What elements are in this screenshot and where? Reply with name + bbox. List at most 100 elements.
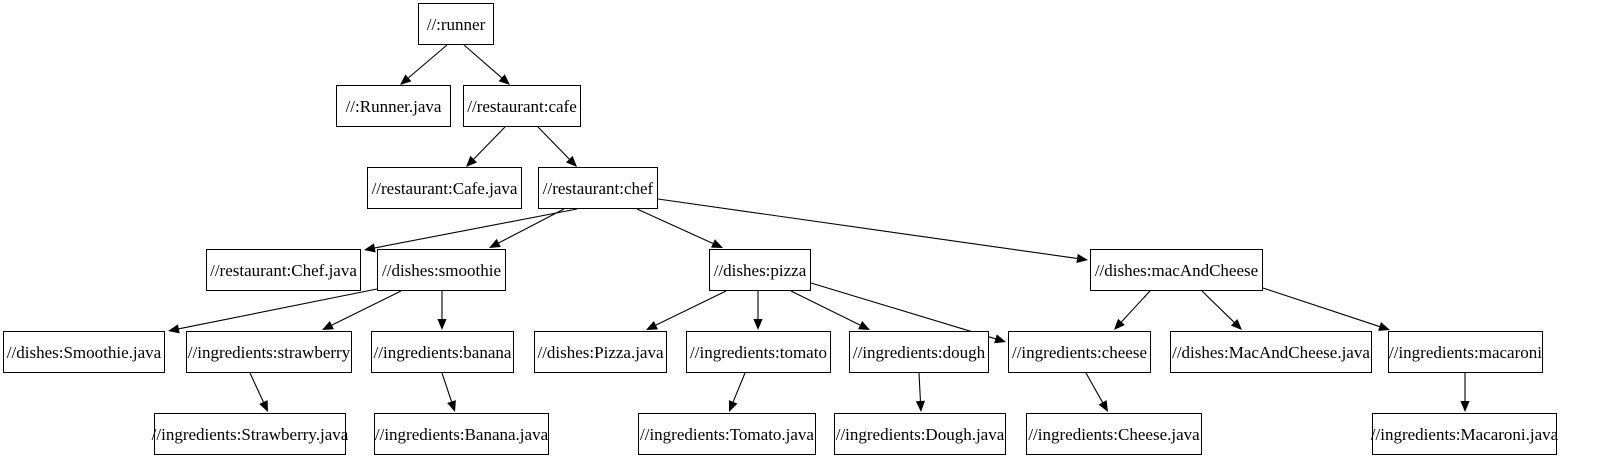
graph-edge	[915, 372, 926, 412]
edge-line	[918, 372, 921, 402]
graph-node-label: //ingredients:Dough.java	[835, 424, 1005, 444]
graph-node-macaroni_java[interactable]: //ingredients:Macaroni.java	[1371, 413, 1558, 455]
graph-node-ing_tomato[interactable]: //ingredients:tomato	[686, 331, 831, 373]
graph-node-dishes_mac[interactable]: //dishes:macAndCheese	[1090, 249, 1263, 291]
graph-node-dishes_pizza[interactable]: //dishes:pizza	[709, 249, 811, 291]
edge-line	[463, 44, 503, 79]
graph-node-dishes_smoothie[interactable]: //dishes:smoothie	[377, 249, 506, 291]
graph-edge	[168, 288, 378, 334]
graph-node-label: //:runner	[426, 14, 486, 34]
edge-arrowhead-icon	[1230, 319, 1242, 330]
graph-edge	[537, 126, 577, 167]
graph-node-chef_java[interactable]: //restaurant:Chef.java	[206, 249, 361, 291]
edge-arrowhead-icon	[915, 400, 926, 412]
graph-node-ing_strawberry[interactable]: //ingredients:strawberry	[186, 331, 352, 373]
edge-line	[178, 288, 378, 330]
graph-node-label: //ingredients:cheese	[1011, 342, 1147, 362]
graph-node-dough_java[interactable]: //ingredients:Dough.java	[834, 413, 1006, 455]
edge-arrowhead-icon	[858, 321, 870, 330]
graph-node-ing_banana[interactable]: //ingredients:banana	[371, 331, 514, 373]
graph-node-label: //restaurant:chef	[542, 178, 654, 198]
graph-node-label: //ingredients:macaroni	[1389, 342, 1542, 362]
graph-node-label: //ingredients:tomato	[690, 342, 827, 362]
edge-arrowhead-icon	[566, 155, 577, 167]
graph-node-runner_java[interactable]: //:Runner.java	[336, 85, 451, 127]
edge-arrowhead-icon	[466, 155, 477, 167]
edge-arrowhead-icon	[259, 400, 268, 412]
edge-line	[537, 126, 570, 160]
graph-edge	[1114, 290, 1151, 330]
graph-edge	[466, 126, 506, 167]
edge-line	[810, 282, 996, 340]
graph-node-ing_cheese[interactable]: //ingredients:cheese	[1008, 331, 1151, 373]
edge-arrowhead-icon	[437, 319, 447, 330]
edge-arrowhead-icon	[728, 400, 738, 412]
edge-arrowhead-icon	[994, 334, 1006, 344]
graph-node-smoothie_java[interactable]: //dishes:Smoothie.java	[3, 331, 165, 373]
graph-node-label: //dishes:macAndCheese	[1094, 260, 1259, 280]
graph-node-label: //ingredients:banana	[373, 342, 512, 362]
graph-edge	[790, 290, 870, 330]
graph-node-label: //restaurant:Cafe.java	[371, 178, 518, 198]
graph-node-label: //ingredients:Tomato.java	[640, 424, 814, 444]
edge-line	[790, 290, 861, 326]
graph-node-banana_java[interactable]: //ingredients:Banana.java	[374, 413, 549, 455]
graph-node-cheese_java[interactable]: //ingredients:Cheese.java	[1026, 413, 1202, 455]
edge-line	[732, 372, 746, 403]
graph-node-label: //ingredients:dough	[852, 342, 986, 362]
graph-node-cafe_java[interactable]: //restaurant:Cafe.java	[367, 167, 522, 209]
graph-node-label: //ingredients:Banana.java	[374, 424, 549, 444]
graph-node-ing_macaroni[interactable]: //ingredients:macaroni	[1388, 331, 1543, 373]
graph-edge	[636, 208, 723, 248]
graph-edge	[1460, 373, 1470, 412]
edge-arrowhead-icon	[753, 319, 763, 330]
edge-line	[374, 208, 578, 249]
graph-node-label: //dishes:Pizza.java	[537, 342, 664, 362]
graph-node-label: //restaurant:Chef.java	[210, 260, 357, 280]
edge-arrowhead-icon	[498, 74, 510, 85]
graph-edge	[463, 44, 510, 85]
graph-edge	[249, 372, 268, 412]
graph-edge	[657, 198, 1088, 264]
graph-node-label: //ingredients:strawberry	[187, 342, 351, 362]
edge-arrowhead-icon	[1076, 253, 1088, 264]
edge-arrowhead-icon	[489, 238, 501, 248]
graph-node-mac_java[interactable]: //dishes:MacAndCheese.java	[1170, 331, 1372, 373]
edge-arrowhead-icon	[168, 324, 180, 334]
graph-edge	[753, 291, 763, 330]
edge-line	[249, 372, 264, 403]
edge-line	[636, 208, 714, 244]
graph-node-label: //dishes:pizza	[713, 260, 807, 280]
edge-arrowhead-icon	[447, 400, 456, 412]
edge-line	[1201, 290, 1235, 323]
edge-arrowhead-icon	[400, 74, 412, 85]
graph-node-tomato_java[interactable]: //ingredients:Tomato.java	[638, 413, 816, 455]
graph-node-runner[interactable]: //:runner	[418, 3, 494, 45]
graph-edge	[1085, 372, 1108, 412]
graph-edge	[1262, 287, 1390, 331]
graph-node-restaurant_chef[interactable]: //restaurant:chef	[538, 167, 658, 209]
graph-node-label: //restaurant:cafe	[467, 96, 577, 116]
edge-line	[473, 126, 506, 160]
graph-edge	[400, 44, 448, 85]
graph-edge	[441, 372, 456, 412]
graph-edge	[646, 290, 727, 330]
graph-node-label: //dishes:MacAndCheese.java	[1172, 342, 1370, 362]
edge-arrowhead-icon	[1098, 400, 1108, 412]
graph-node-label: //ingredients:Cheese.java	[1028, 424, 1200, 444]
edge-arrowhead-icon	[711, 239, 723, 248]
edge-arrowhead-icon	[1460, 401, 1470, 412]
graph-edge	[322, 290, 402, 330]
graph-node-strawberry_java[interactable]: //ingredients:Strawberry.java	[151, 413, 349, 455]
edge-line	[1121, 290, 1151, 323]
graph-node-label: //dishes:Smoothie.java	[6, 342, 162, 362]
graph-edge	[437, 291, 447, 330]
edge-line	[1085, 372, 1104, 403]
edge-arrowhead-icon	[1114, 318, 1125, 330]
graph-node-label: //ingredients:Strawberry.java	[151, 424, 349, 444]
graph-edge	[364, 208, 578, 253]
graph-node-pizza_java[interactable]: //dishes:Pizza.java	[534, 331, 667, 373]
graph-node-restaurant_cafe[interactable]: //restaurant:cafe	[463, 85, 581, 127]
graph-node-ing_dough[interactable]: //ingredients:dough	[849, 331, 989, 373]
edge-arrowhead-icon	[1378, 322, 1390, 331]
